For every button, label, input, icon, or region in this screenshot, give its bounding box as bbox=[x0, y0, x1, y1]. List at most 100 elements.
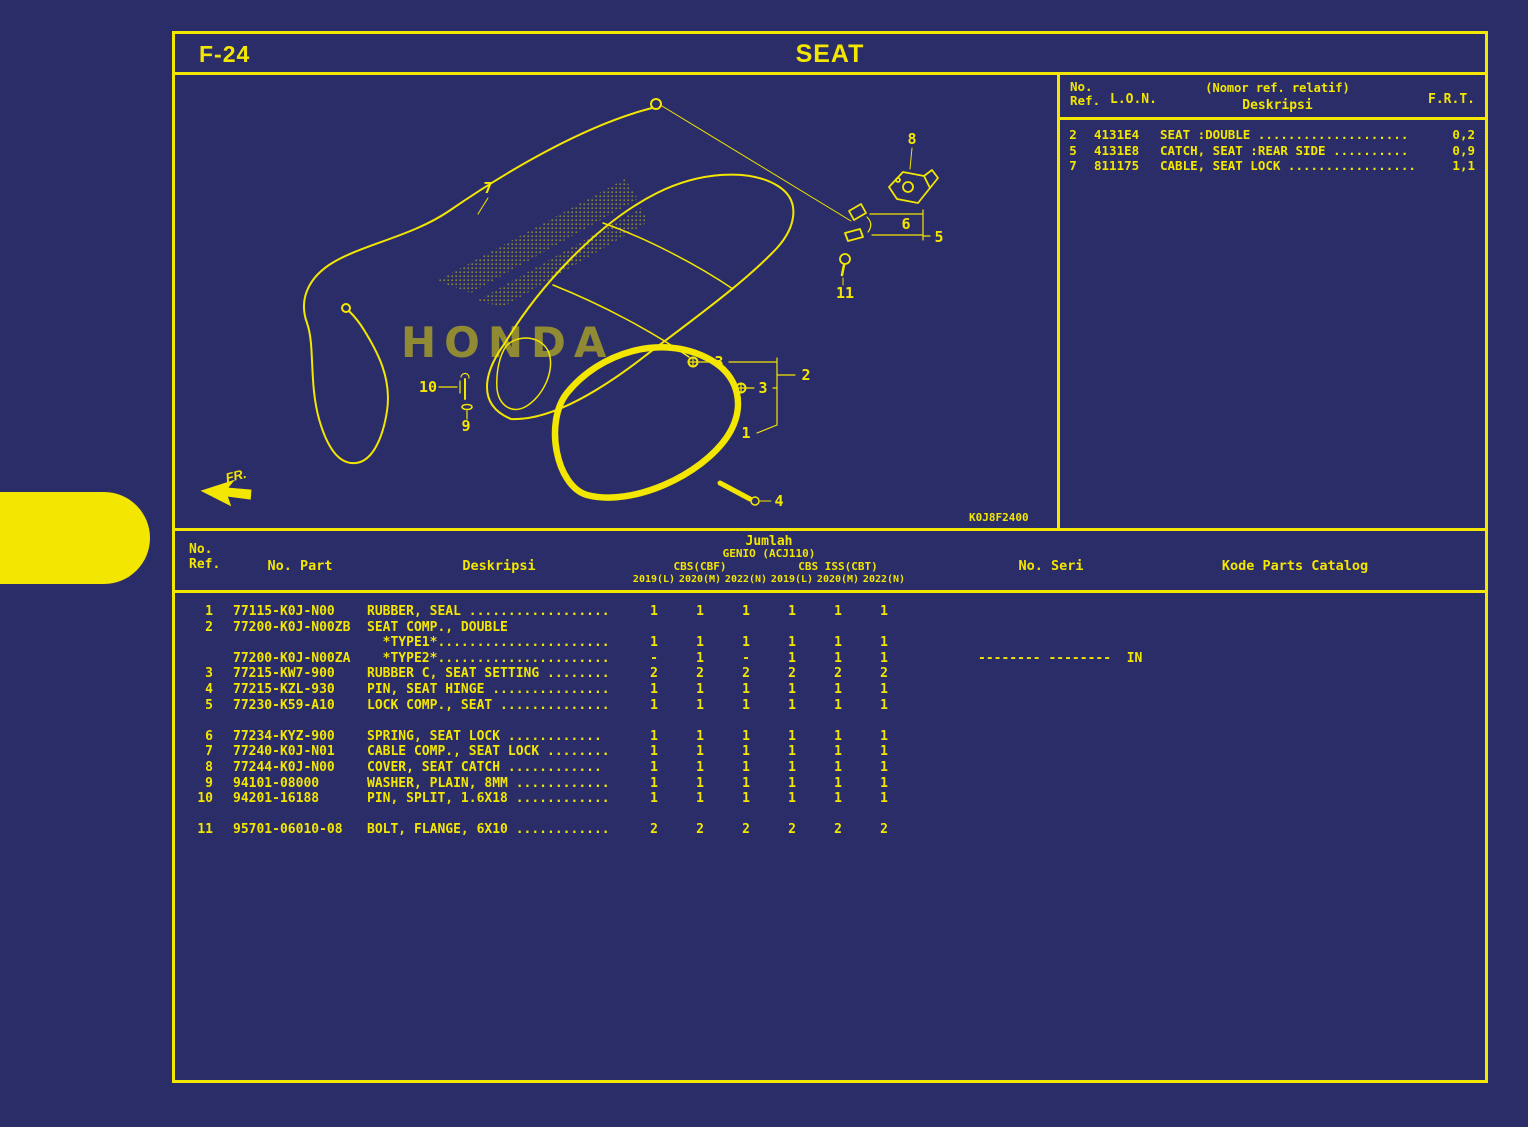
lon-header-note: (Nomor ref. relatif) bbox=[1205, 81, 1350, 95]
parts-table-header: No. Ref. No. Part Deskripsi Jumlah GENIO… bbox=[175, 528, 1485, 593]
qty-cell: 1 bbox=[696, 759, 704, 775]
split-pin-washer-drawing bbox=[438, 372, 473, 420]
ref-cell: 8 bbox=[205, 759, 213, 775]
qty-cell: 1 bbox=[650, 775, 658, 791]
part-number-cell: 77230-K59-A10 bbox=[233, 697, 335, 713]
qty-cell: 1 bbox=[696, 775, 704, 791]
parts-header-years: 2019(L) 2020(M) 2022(N) 2019(L) 2020(M) … bbox=[631, 574, 907, 585]
part-number-cell: 77240-K0J-N01 bbox=[233, 744, 335, 760]
qty-cell: 2 bbox=[834, 822, 842, 838]
qty-cell: 2 bbox=[788, 822, 796, 838]
qty-cell: 1 bbox=[788, 791, 796, 807]
qty-cell: 1 bbox=[880, 697, 888, 713]
qty-cell: 1 bbox=[696, 635, 704, 651]
qty-cell: 2 bbox=[742, 666, 750, 682]
qty-cell: 1 bbox=[880, 681, 888, 697]
qty-cell: - bbox=[742, 650, 750, 666]
part-number-cell: 77234-KYZ-900 bbox=[233, 728, 335, 744]
qty-cell bbox=[631, 620, 677, 636]
qty-cell bbox=[815, 620, 861, 636]
ref-cell: 7 bbox=[205, 744, 213, 760]
parts-header-no: No. bbox=[189, 542, 213, 557]
fr-label: FR. bbox=[224, 466, 248, 486]
lon-header-frt: F.R.T. bbox=[1428, 92, 1475, 107]
qty-cell: 2 bbox=[880, 822, 888, 838]
description-cell: *TYPE1*...................... bbox=[367, 635, 610, 651]
description-cell: BOLT, FLANGE, 6X10 ............ bbox=[367, 822, 610, 838]
qty-cell: 1 bbox=[834, 681, 842, 697]
callout-3a: 3 bbox=[714, 353, 723, 371]
ref-cell bbox=[175, 651, 213, 667]
qty-cell: 1 bbox=[742, 759, 750, 775]
ref-cell: 6 bbox=[205, 728, 213, 744]
qty-cell: 1 bbox=[742, 744, 750, 760]
ref-cell bbox=[175, 635, 213, 651]
description-cell: CABLE, SEAT LOCK ................. bbox=[1160, 158, 1416, 173]
qty-cell: 1 bbox=[788, 728, 796, 744]
year-col: 2020(M) bbox=[678, 574, 722, 585]
description-cell: COVER, SEAT CATCH ............ bbox=[367, 759, 602, 775]
seat-diagram-svg: HONDA bbox=[200, 98, 1029, 524]
description-cell: PIN, SEAT HINGE ............... bbox=[367, 681, 610, 697]
ref-cell: 2 bbox=[205, 619, 213, 635]
lon-header-deskripsi: Deskripsi bbox=[1242, 98, 1313, 113]
qty-cell: 1 bbox=[742, 697, 750, 713]
qty-cell: 1 bbox=[650, 728, 658, 744]
year-col: 2019(L) bbox=[770, 574, 814, 585]
callout-7: 7 bbox=[483, 179, 492, 197]
qty-cell: 2 bbox=[696, 666, 704, 682]
qty-cell: 1 bbox=[834, 744, 842, 760]
qty-cell: 1 bbox=[742, 791, 750, 807]
description-cell: RUBBER C, SEAT SETTING ........ bbox=[367, 666, 610, 682]
qty-cell: 1 bbox=[696, 728, 704, 744]
description-cell: CABLE COMP., SEAT LOCK ........ bbox=[367, 744, 610, 760]
qty-cell: 2 bbox=[650, 822, 658, 838]
parts-table-row: 6 77234-KYZ-900 SPRING, SEAT LOCK ........… bbox=[175, 729, 1485, 745]
description-cell: SPRING, SEAT LOCK ............ bbox=[367, 728, 602, 744]
ref-cell: 5 bbox=[205, 697, 213, 713]
qty-cell: 1 bbox=[696, 791, 704, 807]
qty-cell bbox=[677, 620, 723, 636]
lon-header-ref: Ref. bbox=[1070, 93, 1101, 108]
callout-8: 8 bbox=[907, 130, 916, 148]
qty-cell: 1 bbox=[788, 635, 796, 651]
flange-bolt-drawing bbox=[839, 253, 851, 286]
part-number-cell: 77200-K0J-N00ZB bbox=[233, 619, 351, 635]
qty-cell: 1 bbox=[696, 681, 704, 697]
part-number-cell: 77200-K0J-N00ZA bbox=[233, 650, 351, 666]
ref-cell: 7 bbox=[1069, 158, 1077, 173]
page-code: F-24 bbox=[199, 41, 251, 67]
callout-4: 4 bbox=[774, 492, 783, 510]
qty-cell: 1 bbox=[834, 604, 842, 619]
parts-header-kode: Kode Parts Catalog bbox=[1221, 558, 1369, 574]
seat-lock-cable-drawing bbox=[303, 98, 852, 465]
part-number-cell bbox=[233, 635, 367, 651]
lock-and-spring-drawing bbox=[844, 203, 931, 242]
parts-header-group2: CBS ISS(CBT) bbox=[798, 560, 878, 573]
qty-cell: 1 bbox=[650, 759, 658, 775]
qty-cell: 1 bbox=[696, 697, 704, 713]
catalog-page-frame: F-24 SEAT HONDA bbox=[172, 31, 1488, 1083]
section-bookmark-tab[interactable] bbox=[0, 492, 150, 584]
qty-cell: 1 bbox=[834, 791, 842, 807]
qty-cell: 1 bbox=[880, 728, 888, 744]
qty-cell: 1 bbox=[834, 728, 842, 744]
qty-cell: 1 bbox=[788, 681, 796, 697]
qty-cell: 1 bbox=[650, 604, 658, 619]
qty-cell: 2 bbox=[696, 822, 704, 838]
qty-cell: 1 bbox=[834, 775, 842, 791]
lon-header-no: No. bbox=[1070, 79, 1093, 94]
qty-cell: 1 bbox=[696, 604, 704, 619]
qty-cell: 1 bbox=[696, 744, 704, 760]
qty-cell: 2 bbox=[788, 666, 796, 682]
parts-table-row: 7 77240-K0J-N01 CABLE COMP., SEAT LOCK ...… bbox=[175, 744, 1485, 760]
honda-watermark-text: HONDA bbox=[401, 318, 614, 367]
